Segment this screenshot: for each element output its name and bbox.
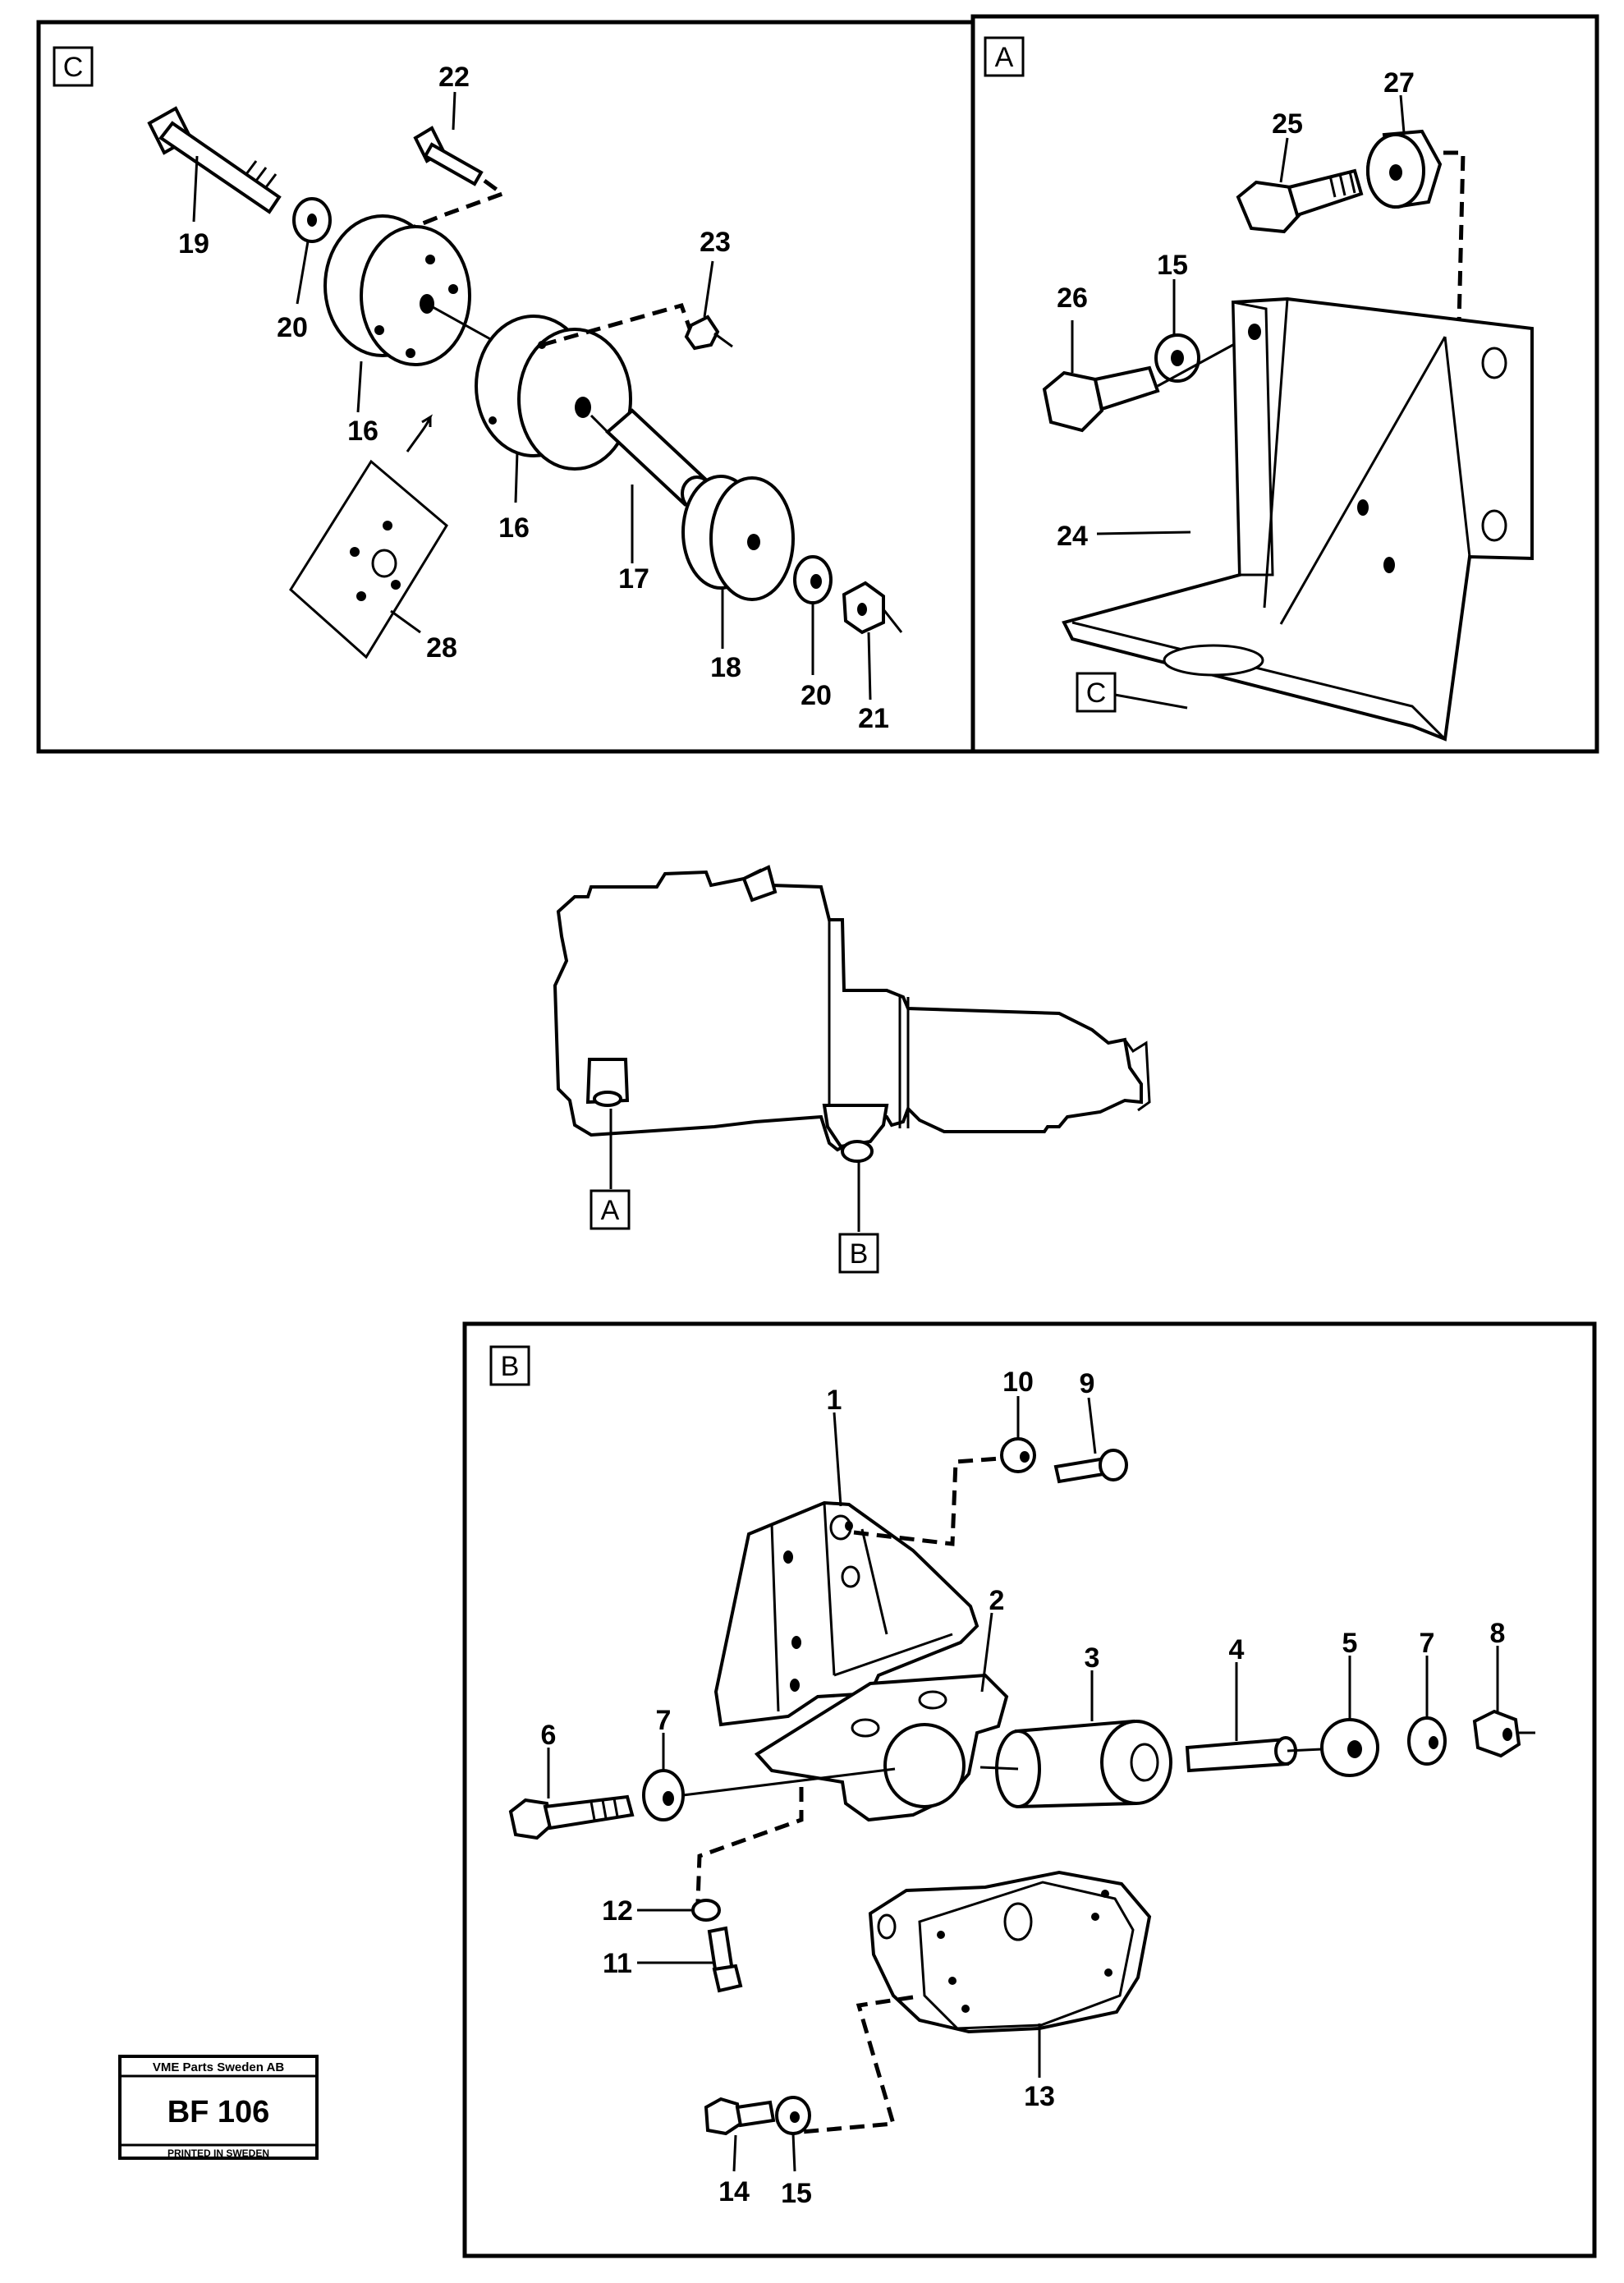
part-number-22: 22 — [438, 62, 470, 93]
panel-c-label-box — [53, 46, 94, 87]
part-number-26: 26 — [1057, 283, 1088, 314]
panel-a-label-box — [984, 36, 1025, 77]
nut-23 — [684, 260, 733, 351]
part-number-14: 14 — [718, 2176, 750, 2207]
title-block-company: VME Parts Sweden AB — [153, 2060, 284, 2074]
part-number-7-left: 7 — [656, 1705, 672, 1736]
nut-8 — [1472, 1646, 1535, 1758]
part-number-15-panel-b: 15 — [781, 2178, 812, 2209]
screw-11 — [637, 1926, 743, 1993]
panel-a: A — [970, 14, 1599, 754]
rubber-mount-16-lower — [475, 315, 632, 503]
callout-c-box — [1076, 672, 1117, 713]
part-number-27: 27 — [1383, 67, 1415, 99]
transmission-overview: A B — [553, 865, 1151, 1274]
part-number-23: 23 — [700, 227, 731, 258]
part-number-20-lower: 20 — [801, 680, 832, 711]
bolt-19 — [147, 106, 282, 223]
bracket-2 — [754, 1612, 1009, 1822]
part-number-8: 8 — [1490, 1618, 1506, 1649]
washer-12 — [691, 1899, 721, 1922]
callout-a-label: A — [601, 1195, 620, 1226]
spacer-10 — [1000, 1396, 1036, 1473]
sleeve-4 — [1185, 1662, 1297, 1773]
callout-c-label: C — [1086, 678, 1107, 709]
title-block-printed: PRINTED IN SWEDEN — [167, 2147, 269, 2159]
part-number-11: 11 — [603, 1948, 632, 1979]
part-number-17: 17 — [618, 563, 649, 595]
callout-b-label: B — [850, 1238, 869, 1270]
panel-c-label: C — [63, 52, 84, 83]
nut-21 — [842, 581, 903, 701]
bolt-6 — [508, 1748, 635, 1840]
part-number-15-panel-a: 15 — [1157, 250, 1188, 281]
part-number-21: 21 — [858, 703, 889, 734]
panel-b: B — [462, 1321, 1597, 2258]
title-block: VME Parts Sweden AB BF 106 PRINTED IN SW… — [118, 2055, 319, 2160]
bolt-26 — [1042, 320, 1160, 433]
screw-22 — [413, 91, 484, 186]
plate-28 — [289, 414, 448, 659]
panel-a-label: A — [995, 42, 1014, 73]
spacer-27 — [1366, 94, 1443, 209]
part-number-24: 24 — [1057, 521, 1088, 552]
part-number-5: 5 — [1342, 1628, 1358, 1659]
part-number-20-upper: 20 — [277, 312, 308, 343]
part-number-3: 3 — [1085, 1642, 1100, 1674]
part-number-16-upper: 16 — [347, 416, 378, 447]
part-number-9: 9 — [1080, 1368, 1095, 1399]
panel-b-label-box — [489, 1345, 530, 1386]
part-number-18: 18 — [710, 652, 741, 683]
screw-14 — [704, 2097, 776, 2172]
panel-c: C — [36, 20, 975, 754]
part-number-4: 4 — [1229, 1634, 1245, 1665]
panel-b-label: B — [501, 1351, 520, 1382]
spacer-7-right — [1407, 1716, 1447, 1766]
part-number-7-right: 7 — [1420, 1628, 1435, 1659]
title-block-code: BF 106 — [167, 2095, 270, 2129]
part-number-19: 19 — [178, 228, 209, 260]
part-number-16-lower: 16 — [498, 512, 530, 544]
bracket-24 — [1062, 296, 1534, 742]
part-number-10: 10 — [1002, 1367, 1034, 1398]
part-number-13: 13 — [1024, 2081, 1055, 2112]
rubber-mount-16-upper — [323, 214, 471, 413]
part-number-1: 1 — [827, 1385, 842, 1416]
bolt-25 — [1236, 137, 1364, 234]
rubber-block-18 — [681, 475, 795, 649]
callout-a-box — [590, 1189, 631, 1230]
rubber-mount-13 — [868, 1870, 1152, 2078]
part-number-2: 2 — [989, 1585, 1005, 1616]
panel-a-frame — [970, 14, 1599, 754]
screw-9 — [1053, 1397, 1128, 1484]
part-number-25: 25 — [1272, 108, 1303, 140]
bushing-3 — [995, 1670, 1172, 1809]
bracket-1 — [713, 1412, 979, 1727]
part-number-28: 28 — [426, 632, 457, 664]
part-number-12: 12 — [602, 1895, 633, 1927]
part-number-6: 6 — [541, 1720, 557, 1751]
panel-b-frame — [462, 1321, 1597, 2258]
callout-b-box — [838, 1233, 879, 1274]
